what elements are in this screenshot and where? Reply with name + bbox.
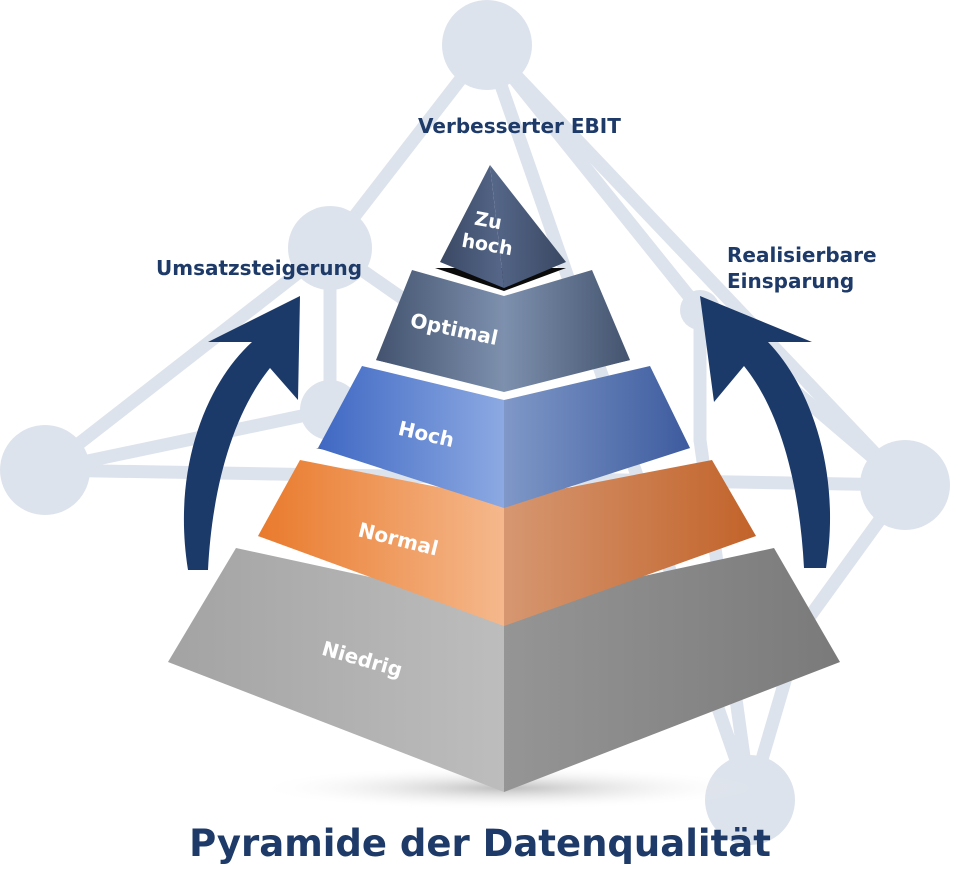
- tier-optimal: Optimal: [376, 270, 630, 392]
- label-umsatzsteigerung: Umsatzsteigerung: [156, 256, 363, 280]
- tier-normal: Normal: [258, 460, 756, 626]
- label-einsparung: Einsparung: [727, 269, 855, 293]
- right-arrow: [700, 296, 831, 568]
- tier-label-zu: Zu: [473, 208, 504, 234]
- diagram-title: Pyramide der Datenqualität: [189, 822, 771, 865]
- network-nodes: [0, 0, 950, 845]
- tier-niedrig: Niedrig: [168, 548, 840, 792]
- tier-zu-hoch: Zu hoch: [440, 165, 566, 288]
- tier-hoch: Hoch: [318, 366, 690, 508]
- label-realisierbare: Realisierbare: [727, 243, 877, 267]
- left-arrow: [183, 296, 300, 570]
- label-verbesserter-ebit: Verbesserter EBIT: [418, 114, 621, 138]
